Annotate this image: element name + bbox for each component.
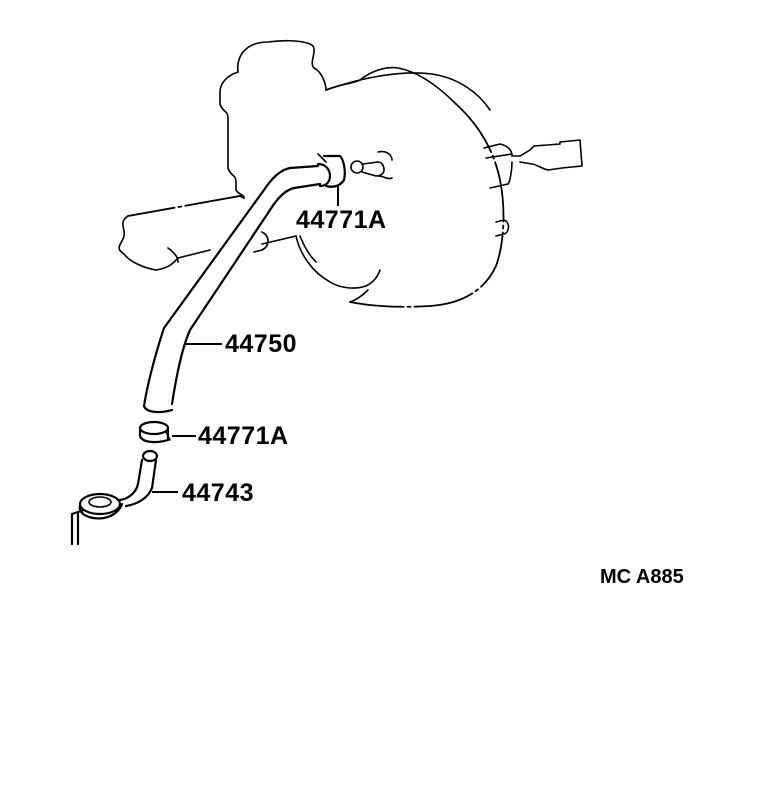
brake-booster-drawing — [295, 72, 583, 308]
part-label-44750: 44750 — [225, 330, 298, 358]
lower-clamp-drawing — [138, 420, 196, 444]
part-label-44771a-upper: 44771A — [296, 206, 387, 234]
vacuum-hose-drawing — [142, 153, 346, 414]
part-label-44771a-lower: 44771A — [198, 422, 289, 450]
reference-code: MC A885 — [600, 566, 684, 588]
part-label-44743: 44743 — [182, 479, 255, 507]
union-pipe-drawing — [70, 449, 178, 546]
master-cylinder-drawing — [118, 39, 457, 271]
